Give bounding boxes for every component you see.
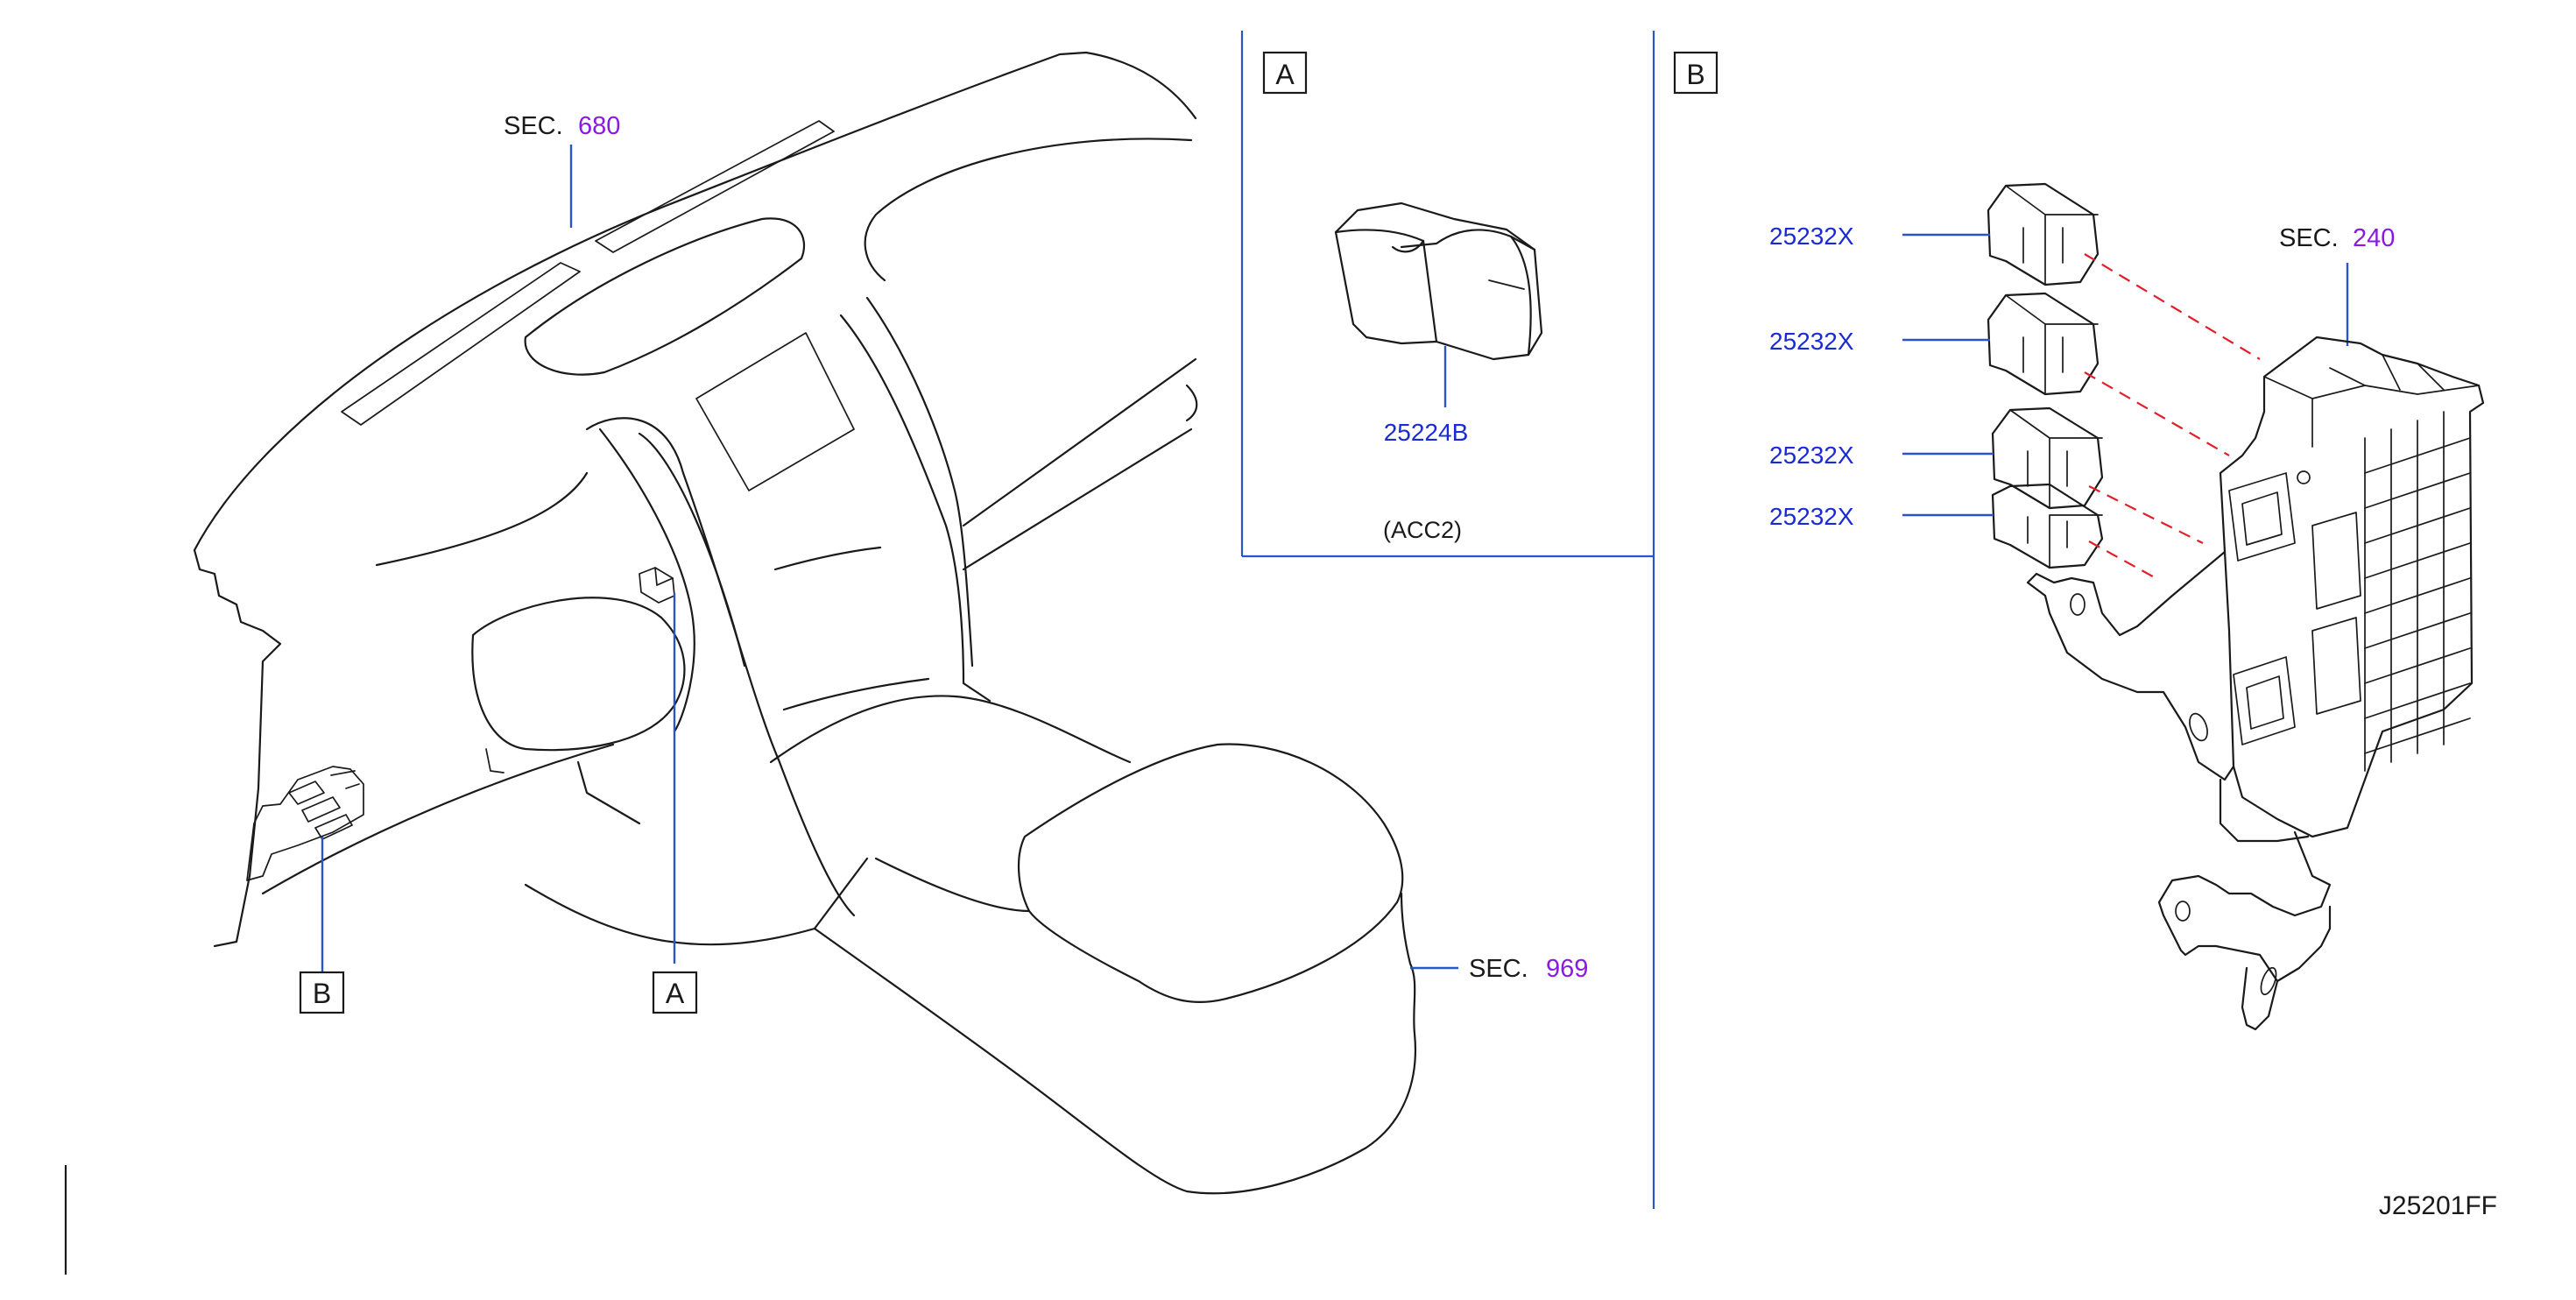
sec-number[interactable]: 240 (2353, 224, 2395, 252)
part-number-25232x-4[interactable]: 25232X (1769, 503, 1854, 530)
part-number-25232x-2[interactable]: 25232X (1769, 328, 1854, 355)
svg-text:A: A (666, 978, 685, 1009)
sec-number[interactable]: 680 (578, 112, 620, 140)
junction-block-icon[interactable] (2026, 336, 2485, 1031)
view-label-a-main[interactable]: A (652, 971, 698, 1014)
view-label-b-main[interactable]: B (299, 971, 345, 1014)
part-number-25232x-1[interactable]: 25232X (1769, 223, 1854, 250)
part-number-25232x-3[interactable]: 25232X (1769, 442, 1854, 469)
sec-prefix: SEC. (2279, 224, 2339, 252)
section-ref-969[interactable]: SEC. 969 (1469, 955, 1588, 983)
phantom-line-2 (2084, 371, 2230, 456)
connector-25224b-icon[interactable] (1334, 201, 1543, 361)
part-number-25224b[interactable]: 25224B (1384, 419, 1469, 446)
relay-1-icon[interactable] (1987, 182, 2100, 286)
relay-3-icon[interactable] (1991, 406, 2104, 510)
phantom-line-1 (2084, 253, 2261, 360)
panel-frames (1240, 31, 1655, 1209)
panel-b: B 25232X (1673, 51, 2485, 1031)
svg-text:A: A (1275, 59, 1295, 90)
view-label-b-panel[interactable]: B (1673, 51, 1719, 95)
relay-2-icon[interactable] (1987, 292, 2100, 396)
phantom-line-4 (2088, 540, 2160, 581)
junction-box-small (246, 766, 364, 881)
view-label-a-panel[interactable]: A (1262, 51, 1308, 95)
svg-text:B: B (313, 978, 331, 1009)
sec-prefix: SEC. (504, 112, 563, 140)
sec-prefix: SEC. (1469, 955, 1528, 983)
section-ref-680[interactable]: SEC. 680 (504, 112, 620, 140)
sec-number[interactable]: 969 (1546, 955, 1588, 983)
panel-a-caption: (ACC2) (1383, 517, 1462, 543)
svg-text:B: B (1686, 59, 1704, 90)
relay-4-icon[interactable] (1991, 483, 2104, 569)
dashboard-illustration (193, 51, 1416, 1195)
section-ref-240[interactable]: SEC. 240 (2279, 224, 2395, 252)
phantom-line-3 (2088, 485, 2204, 544)
panel-a: A 25224B (ACC2) (1262, 51, 1543, 543)
diagram-code: J25201FF (2379, 1191, 2497, 1220)
